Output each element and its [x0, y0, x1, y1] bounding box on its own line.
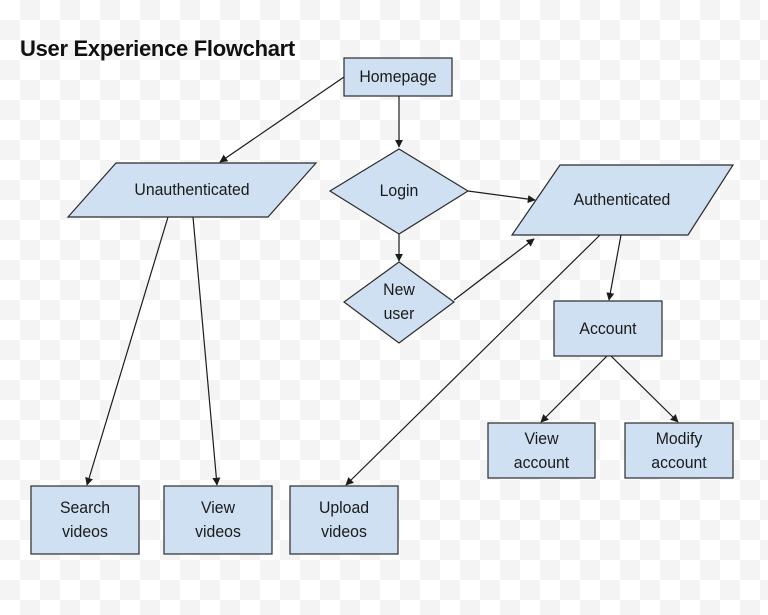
- search-videos-label: Search videos: [59, 498, 111, 541]
- modify-account-node[interactable]: [624, 422, 734, 479]
- view-videos-label: View videos: [195, 498, 241, 541]
- edges: [85, 76, 679, 486]
- edge-account-modify-account: [610, 355, 679, 423]
- edge-authenticated-upload-videos: [345, 234, 601, 486]
- search-videos-node[interactable]: [30, 485, 140, 555]
- homepage-node[interactable]: [343, 57, 453, 97]
- modify-account-label: Modify account: [651, 428, 707, 472]
- login-label: Login: [379, 181, 419, 200]
- authenticated-node[interactable]: [510, 164, 735, 236]
- edge-account-view-account: [540, 355, 608, 423]
- edge-new-user-authenticated: [453, 238, 535, 301]
- new-user-label: New user: [383, 280, 415, 323]
- upload-videos-node[interactable]: [289, 485, 399, 555]
- view-account-node[interactable]: [487, 422, 596, 479]
- edge-unauthenticated-view-videos: [192, 216, 221, 486]
- edge-unauthenticated-search-videos: [85, 216, 169, 486]
- new-user-decision-node[interactable]: [342, 261, 456, 344]
- account-label: Account: [579, 318, 637, 338]
- homepage-label: Homepage: [359, 67, 437, 86]
- unauthenticated-node[interactable]: [66, 162, 318, 218]
- upload-videos-label: Upload videos: [318, 498, 370, 541]
- diagram-title: User Experience Flowchart: [20, 36, 295, 61]
- authenticated-label: Authenticated: [573, 190, 671, 209]
- view-account-label: View account: [513, 428, 570, 472]
- edge-authenticated-account: [606, 234, 622, 301]
- account-node[interactable]: [553, 300, 663, 357]
- nodes: [30, 57, 735, 555]
- edge-login-authenticated: [467, 190, 536, 204]
- edge-homepage-unauthenticated: [219, 76, 345, 163]
- login-decision-node[interactable]: [328, 148, 470, 235]
- unauthenticated-label: Unauthenticated: [134, 180, 250, 199]
- view-videos-node[interactable]: [163, 485, 273, 555]
